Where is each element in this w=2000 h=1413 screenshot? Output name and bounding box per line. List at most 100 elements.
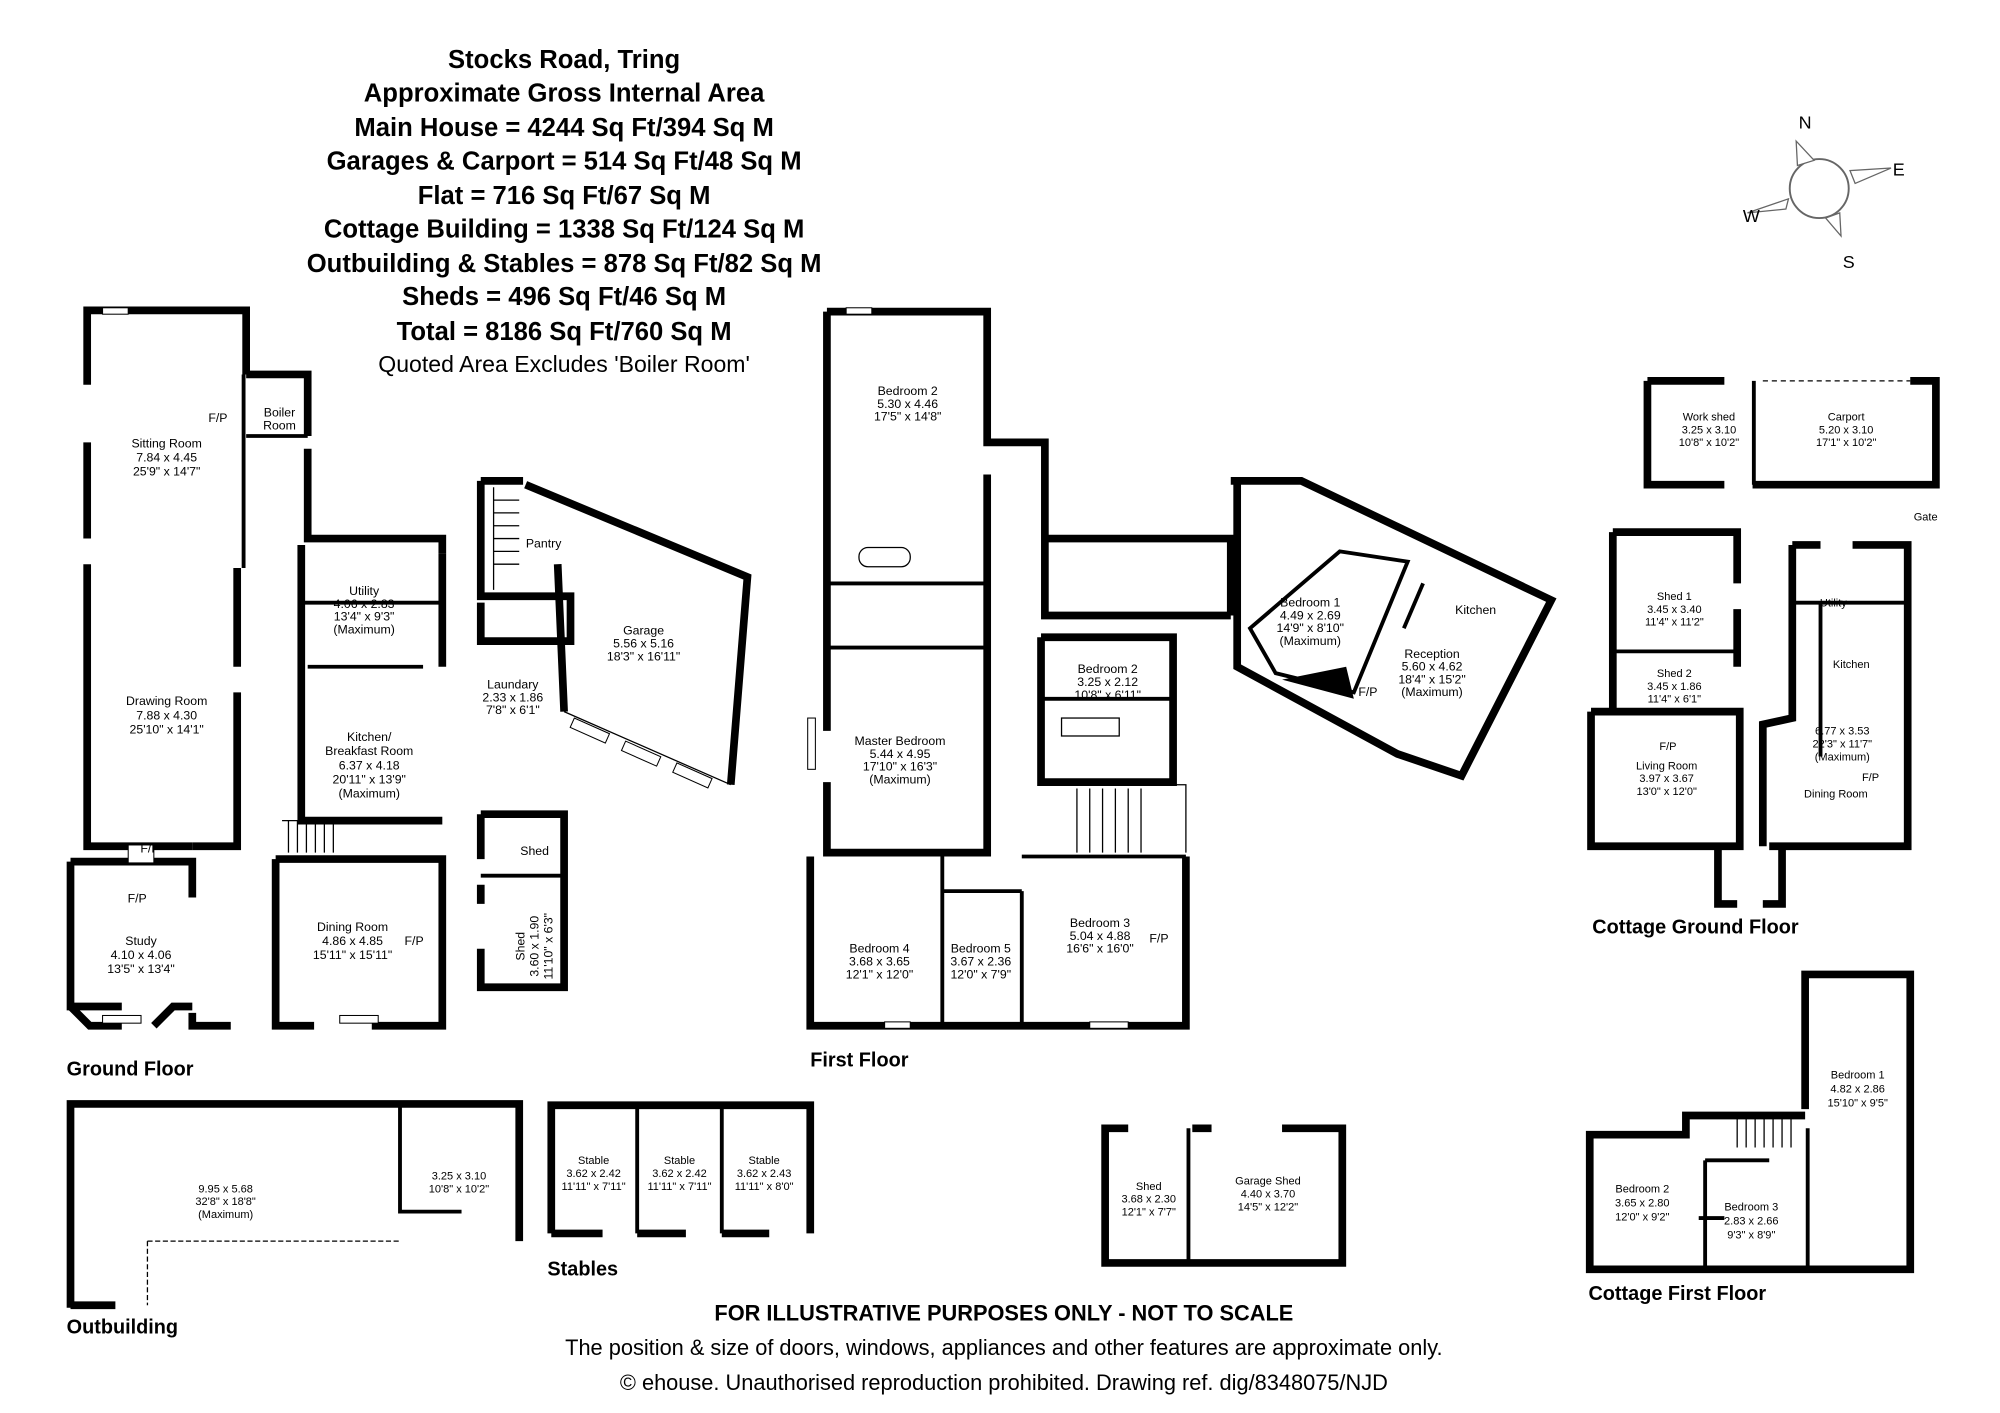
room-dimensions: 25'10" x 14'1": [130, 722, 204, 736]
room-dimensions: 14'5" x 12'2": [1238, 1201, 1299, 1213]
room-dimensions: 15'11" x 15'11": [313, 948, 392, 962]
room-dimensions: 3.65 x 2.80: [1615, 1198, 1670, 1210]
room-dimensions: 11'4" x 6'1": [1648, 694, 1702, 706]
room-dimensions: 22'3" x 11'7": [1813, 739, 1873, 751]
floor-label-stables: Stables: [547, 1259, 618, 1281]
room-label: Garage: [623, 624, 664, 638]
area-summary: Stocks Road, Tring Approximate Gross Int…: [307, 46, 822, 377]
fireplace-label: F/P: [1149, 931, 1168, 945]
ground-floor-plan: Sitting Room 7.84 x 4.45 25'9" x 14'7" B…: [66, 306, 752, 1081]
room-dimensions: 11'11" x 8'0": [735, 1181, 794, 1193]
room-dimensions: 11'10" x 6'3": [542, 913, 556, 980]
room-dimensions: 5.44 x 4.95: [870, 747, 931, 761]
room-label: Kitchen: [1833, 659, 1870, 671]
room-dimensions: 11'4" x 11'2": [1645, 617, 1704, 629]
compass-east: E: [1893, 160, 1905, 180]
room-label: Kitchen/: [347, 730, 392, 744]
room-dimensions: 4.40 x 3.70: [1241, 1189, 1296, 1201]
room-label: Bedroom 3: [1070, 916, 1130, 930]
room-label: Carport: [1828, 412, 1865, 424]
room-dimensions: 7'8" x 6'1": [486, 703, 540, 717]
area-line: Garages & Carport = 514 Sq Ft/48 Sq M: [327, 147, 802, 175]
copyright: © ehouse. Unauthorised reproduction proh…: [620, 1370, 1388, 1395]
room-label: Dining Room: [317, 920, 388, 934]
room-note: (Maximum): [1280, 634, 1341, 648]
room-label: Bedroom 2: [878, 384, 938, 398]
room-label: Shed 1: [1657, 591, 1692, 603]
room-dimensions: 12'0" x 7'9": [950, 967, 1011, 981]
room-dimensions: 5.30 x 4.46: [877, 397, 938, 411]
stable-label: Stable: [578, 1155, 609, 1167]
room-dimensions: 10'8" x 6'11": [1074, 688, 1141, 702]
room-label: Pantry: [526, 537, 562, 551]
room-dimensions: 3.45 x 3.40: [1647, 604, 1702, 616]
area-line: Outbuilding & Stables = 878 Sq Ft/82 Sq …: [307, 250, 822, 278]
outbuilding-plan: 9.95 x 5.68 32'8" x 18'8" (Maximum) 3.25…: [66, 1100, 524, 1338]
stairs-icon: [282, 487, 520, 853]
room-dimensions: 5.60 x 4.62: [1402, 660, 1463, 674]
area-total: Total = 8186 Sq Ft/760 Sq M: [397, 318, 732, 346]
area-line: Flat = 716 Sq Ft/67 Sq M: [418, 182, 711, 210]
room-dimensions: 6.37 x 4.18: [339, 758, 400, 772]
room-label: Bedroom 2: [1615, 1183, 1669, 1195]
room-dimensions: 13'5" x 13'4": [107, 962, 174, 976]
room-dimensions: 10'8" x 10'2": [429, 1183, 490, 1195]
room-dimensions: 2.33 x 1.86: [482, 690, 543, 704]
room-dimensions: 3.45 x 1.86: [1647, 681, 1702, 693]
first-floor-plan: Bedroom 2 5.30 x 4.46 17'5" x 14'8" Mast…: [806, 307, 1557, 1072]
room-dimensions: 13'4" x 9'3": [334, 610, 395, 624]
compass-west: W: [1743, 206, 1760, 226]
room-dimensions: 3.67 x 2.36: [950, 954, 1011, 968]
footer: FOR ILLUSTRATIVE PURPOSES ONLY - NOT TO …: [565, 1301, 1442, 1395]
room-dimensions: 20'11" x 13'9": [333, 772, 406, 786]
cottage-first-floor-plan: Bedroom 1 4.82 x 2.86 15'10" x 9'5" Bedr…: [1585, 970, 1915, 1305]
room-label: Shed: [1136, 1181, 1162, 1193]
stable-label: Stable: [664, 1155, 695, 1167]
room-label: Work shed: [1683, 412, 1735, 424]
area-line: Approximate Gross Internal Area: [364, 79, 765, 107]
room-dimensions: 17'1" x 10'2": [1816, 437, 1877, 449]
bathtub-icon: [858, 546, 1120, 737]
room-label: Breakfast Room: [325, 744, 413, 758]
room-label: Bedroom 3: [1724, 1201, 1778, 1213]
room-dimensions: 18'3" x 16'11": [607, 649, 680, 663]
fireplace-label: F/P: [128, 892, 147, 906]
room-label: Shed: [520, 844, 549, 858]
room-dimensions: 5.04 x 4.88: [1070, 929, 1131, 943]
property-title: Stocks Road, Tring: [448, 46, 680, 74]
room-dimensions: 12'1" x 7'7": [1122, 1206, 1176, 1218]
room-label: Boiler: [264, 406, 295, 420]
area-line: Cottage Building = 1338 Sq Ft/124 Sq M: [324, 215, 805, 243]
compass-south: S: [1843, 252, 1855, 272]
room-dimensions: 3.97 x 3.67: [1639, 773, 1694, 785]
room-label: Shed 2: [1657, 668, 1692, 680]
room-dimensions: 3.25 x 3.10: [1682, 424, 1737, 436]
area-note: Quoted Area Excludes 'Boiler Room': [378, 351, 750, 377]
room-label: Bedroom 1: [1280, 596, 1340, 610]
area-line: Sheds = 496 Sq Ft/46 Sq M: [402, 283, 726, 311]
room-dimensions: 4.82 x 2.86: [1830, 1083, 1885, 1095]
floor-label-cottage-first: Cottage First Floor: [1588, 1283, 1766, 1305]
room-dimensions: 3.68 x 2.30: [1121, 1194, 1176, 1206]
disclaimer: FOR ILLUSTRATIVE PURPOSES ONLY - NOT TO …: [714, 1301, 1293, 1326]
room-note: (Maximum): [198, 1209, 253, 1221]
room-dimensions: 12'0" x 9'2": [1615, 1212, 1669, 1224]
floor-label-cottage-ground: Cottage Ground Floor: [1592, 916, 1799, 938]
area-line: Main House = 4244 Sq Ft/394 Sq M: [354, 114, 773, 142]
room-dimensions: 18'4" x 15'2": [1398, 672, 1465, 686]
room-label: Reception: [1404, 647, 1460, 661]
floor-label-ground: Ground Floor: [67, 1059, 194, 1081]
room-dimensions: 3.68 x 3.65: [849, 954, 910, 968]
room-note: (Maximum): [333, 622, 394, 636]
floor-label-outbuilding: Outbuilding: [67, 1316, 178, 1338]
compass-north: N: [1799, 112, 1812, 132]
gate-label: Gate: [1914, 512, 1938, 524]
room-label: Sitting Room: [131, 437, 201, 451]
room-dimensions: 11'11" x 7'11": [562, 1181, 626, 1193]
room-dimensions: 7.88 x 4.30: [136, 708, 197, 722]
compass-icon: N E W S: [1743, 112, 1905, 272]
room-dimensions: 3.62 x 2.43: [737, 1168, 792, 1180]
room-note: (Maximum): [1401, 685, 1462, 699]
